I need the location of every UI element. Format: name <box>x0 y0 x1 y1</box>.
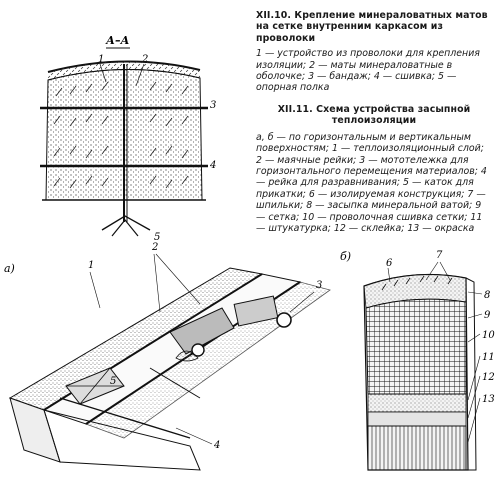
fig11-title: XII.11. Схема устройства засыпной теплои… <box>277 104 471 127</box>
fig11-b-callout-8: 8 <box>484 290 490 301</box>
fig10-callout-2: 2 <box>141 54 148 65</box>
fig11-panel-a-label: а) <box>4 262 15 275</box>
fig10-callout-4: 4 <box>209 160 216 171</box>
fig11-b-callout-10: 10 <box>482 330 495 341</box>
fig11-b-callout-9: 9 <box>484 310 491 321</box>
fig11-b-callout-12: 12 <box>482 372 495 383</box>
fig11-a-callout-3: 3 <box>316 280 322 291</box>
fig11-caption: XII.11. Схема устройства засыпной теплои… <box>256 104 492 234</box>
fig11-b-callout-7: 7 <box>436 250 443 261</box>
fig11-panel-a-drawing: а) 1 2 3 4 5 <box>4 242 331 471</box>
fig10-legend: 1 — устройство из проволоки для креплени… <box>256 48 480 94</box>
fig10-callout-5: 5 <box>154 232 160 243</box>
fig10-callout-1: 1 <box>98 54 104 65</box>
fig10-caption: XII.10. Крепление минераловатных матов н… <box>256 10 492 94</box>
fig11-legend: а, б — по горизонтальным и вертикальным … <box>256 131 487 235</box>
fig10-title: XII.10. Крепление минераловатных матов н… <box>256 10 488 44</box>
fig11-a-callout-2: 2 <box>151 242 158 253</box>
fig10-callout-3: 3 <box>210 100 216 111</box>
fig11-a-callout-1: 1 <box>88 260 94 271</box>
fig11-b-callout-6: 6 <box>386 258 393 269</box>
fig11-panel-b-drawing: б) 6 7 8 9 10 11 12 13 <box>340 250 495 471</box>
fig10-section-label: А–А <box>105 34 129 47</box>
fig11-a-callout-4: 4 <box>213 440 220 451</box>
fig11-b-callout-11: 11 <box>482 352 495 363</box>
fig11-a-callout-5: 5 <box>110 376 116 387</box>
fig10-drawing: А–А 1 2 3 4 5 <box>40 34 216 243</box>
fig11-b-callout-13: 13 <box>482 394 495 405</box>
fig11-panel-b-label: б) <box>340 250 351 263</box>
